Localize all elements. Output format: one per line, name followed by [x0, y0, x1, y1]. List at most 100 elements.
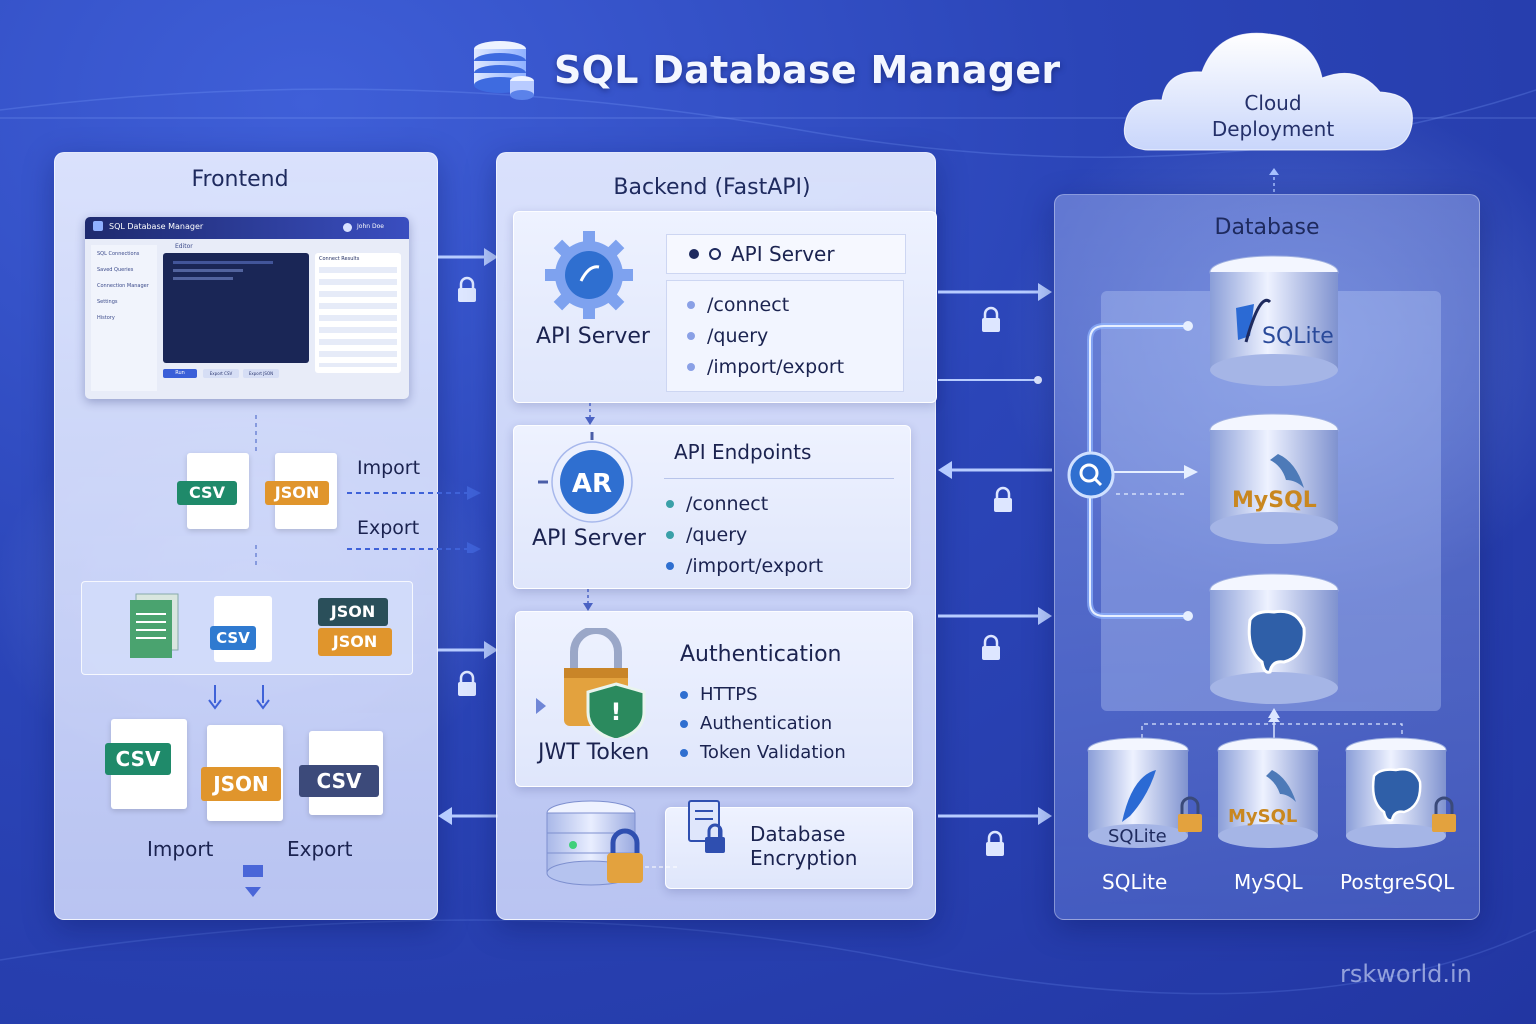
endpoint-item: /connect — [687, 289, 844, 320]
mock-titlebar: SQL Database Manager John Doe — [85, 217, 409, 239]
small-mysql-text: MySQL — [1228, 806, 1298, 827]
gear-small-icon — [709, 248, 721, 260]
mock-sidebar-item: Settings — [97, 299, 118, 305]
database-stack-icon — [474, 41, 534, 100]
auth-list: HTTPS Authentication Token Validation — [680, 680, 846, 767]
frontend-title: Frontend — [191, 167, 289, 192]
csv-tag: CSV — [299, 765, 379, 797]
auth-item: Token Validation — [680, 738, 846, 767]
lock-icon — [982, 634, 1000, 660]
backend-connector — [583, 589, 593, 611]
endpoint-item: /query — [666, 519, 823, 550]
api-server-header: API Server — [666, 234, 906, 274]
csv-tag: CSV — [177, 481, 237, 505]
backend-connector — [585, 403, 595, 425]
json-tag: JSON — [265, 481, 329, 505]
document-icon — [130, 593, 179, 658]
frontend-backend-connectors — [438, 248, 498, 825]
lock-icon — [994, 486, 1012, 512]
endpoint-item: /connect — [666, 488, 823, 519]
backend-database-connectors — [938, 283, 1052, 825]
postgresql-cylinder — [1209, 573, 1339, 704]
json-file-icon: JSON — [201, 725, 283, 821]
file-row-top: CSV JSON Import Export — [175, 453, 475, 543]
json-tag: JSON — [318, 598, 388, 626]
toggle-icon — [689, 249, 699, 259]
json-file-icon: JSON — [265, 453, 337, 529]
encryption-label: Database Encryption — [750, 822, 858, 870]
gear-icon — [545, 231, 633, 319]
sqlite-cylinder — [1209, 255, 1339, 386]
mock-results: Connect Results — [315, 253, 401, 373]
lock-icon — [458, 670, 476, 696]
mock-export-button: Export JSON — [243, 369, 279, 378]
frontend-bottom-arrow — [243, 865, 263, 897]
lock-icon — [986, 830, 1004, 856]
backend-panel: Backend (FastAPI) API Server API Server — [496, 152, 937, 920]
mock-results-title: Connect Results — [319, 256, 360, 262]
auth-item: HTTPS — [680, 680, 846, 709]
small-postgresql-cylinder — [1345, 737, 1456, 848]
api-server-icon: AR — [538, 432, 633, 523]
export-label: Export — [357, 517, 420, 539]
database-cylinders — [1209, 255, 1339, 704]
endpoint-list-2: /connect /query /import/export — [666, 488, 823, 581]
mock-editor — [163, 253, 309, 363]
small-mysql-cylinder — [1217, 737, 1319, 848]
page-title: SQL Database Manager — [470, 40, 1060, 100]
title-text: SQL Database Manager — [554, 48, 1061, 92]
padlock-shield-icon: ! — [536, 628, 646, 738]
authentication-header: Authentication — [680, 642, 842, 667]
import-export-arrows — [347, 486, 481, 553]
bottom-import-label: Import — [147, 837, 214, 861]
db-label-mysql: MySQL — [1234, 870, 1303, 894]
lock-icon — [982, 306, 1000, 332]
api-server-card: API Server API Server /connect /query /i… — [513, 211, 937, 403]
mock-avatar — [343, 223, 352, 232]
api-server-label: API Server — [536, 324, 650, 349]
cloud-label: Cloud Deployment — [1211, 91, 1335, 141]
small-sqlite-text: SQLite — [1108, 826, 1167, 847]
frontend-connector — [255, 545, 257, 569]
csv-tag: CSV — [105, 743, 171, 775]
mock-sidebar-item: SQL Connections — [97, 251, 140, 257]
app-mockup: SQL Database Manager John Doe SQL Connec… — [85, 217, 409, 399]
mock-export-button: Export CSV — [203, 369, 239, 378]
small-sqlite-cylinder — [1087, 737, 1202, 848]
backend-title: Backend (FastAPI) — [613, 175, 811, 200]
json-file-icon: JSON — [304, 598, 390, 628]
csv-file-icon: CSV — [105, 719, 187, 809]
api-endpoints-card: AR API Server API Endpoints /connect /qu… — [513, 425, 911, 589]
csv-file-icon: CSV — [210, 596, 272, 662]
up-arrow-icon — [1268, 708, 1280, 718]
cloud-deployment: Cloud Deployment — [1118, 20, 1418, 160]
mock-sidebar-item: Saved Queries — [97, 267, 134, 273]
mock-user: John Doe — [357, 223, 384, 230]
watermark: rskworld.in — [1340, 960, 1472, 988]
database-title: Database — [1214, 215, 1320, 240]
jwt-token-label: JWT Token — [538, 740, 650, 765]
db-label-postgresql: PostgreSQL — [1340, 870, 1455, 894]
bottom-export-label: Export — [287, 837, 353, 861]
encrypted-document-icon — [688, 800, 725, 853]
import-label: Import — [357, 457, 421, 479]
lock-icon — [458, 276, 476, 302]
mock-tab: Editor — [175, 243, 193, 250]
csv-file-icon: CSV — [299, 731, 383, 815]
endpoint-list-box: /connect /query /import/export — [666, 280, 904, 392]
auth-item: Authentication — [680, 709, 846, 738]
mock-app-title: SQL Database Manager — [109, 222, 204, 231]
csv-tag: CSV — [210, 626, 256, 650]
file-row-mid: CSV JSON JSON — [81, 581, 413, 675]
api-server-label-2: API Server — [532, 526, 646, 551]
api-server-header-text: API Server — [731, 242, 835, 266]
mock-sidebar-item: Connection Manager — [97, 283, 149, 289]
mysql-cylinder — [1209, 413, 1339, 544]
json-tag: JSON — [201, 767, 281, 801]
encrypted-database-icon — [546, 800, 679, 886]
download-arrows — [208, 685, 270, 710]
frontend-panel: Frontend SQL Database Manager John Doe S… — [54, 152, 481, 920]
endpoint-item: /import/export — [687, 351, 844, 382]
api-endpoints-header: API Endpoints — [674, 440, 812, 464]
mock-sidebar: SQL Connections Saved Queries Connection… — [91, 245, 157, 391]
